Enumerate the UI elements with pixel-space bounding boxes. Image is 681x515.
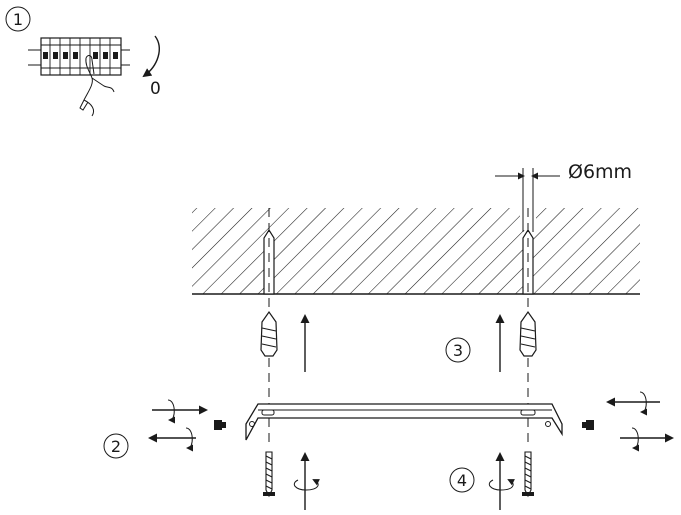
rotate-arrows-left-icon: [148, 399, 208, 452]
ceiling-section: [192, 168, 640, 295]
screw-left-icon: [263, 451, 275, 498]
hand-icon: [79, 55, 115, 117]
screw-in-arrow-right-icon: [488, 452, 516, 510]
step-4-badge: 4: [449, 467, 475, 493]
step-1-badge: 1: [5, 6, 31, 32]
wall-plug-left-icon: [260, 310, 278, 357]
breaker-position-label: 0: [150, 79, 161, 99]
step-2-badge: 2: [103, 433, 129, 459]
rotate-arrows-right-icon: [606, 391, 674, 452]
step-3-number: 3: [453, 341, 463, 360]
step-2-number: 2: [111, 437, 121, 456]
step-4-number: 4: [457, 471, 467, 490]
side-screw-right-icon: [582, 420, 594, 430]
mounting-bracket-icon: [245, 403, 563, 441]
step-1-number: 1: [13, 10, 23, 29]
screw-in-arrow-left-icon: [293, 452, 321, 510]
wall-plug-right-icon: [519, 310, 537, 357]
side-screw-left-icon: [214, 420, 226, 430]
rotate-down-arrow-icon: [142, 35, 160, 78]
screw-right-icon: [522, 451, 534, 498]
circuit-breaker-panel-icon: [28, 37, 130, 76]
diameter-dimension: Ø6mm: [495, 161, 632, 183]
diameter-label: Ø6mm: [568, 161, 632, 183]
step-3-badge: 3: [445, 337, 471, 363]
